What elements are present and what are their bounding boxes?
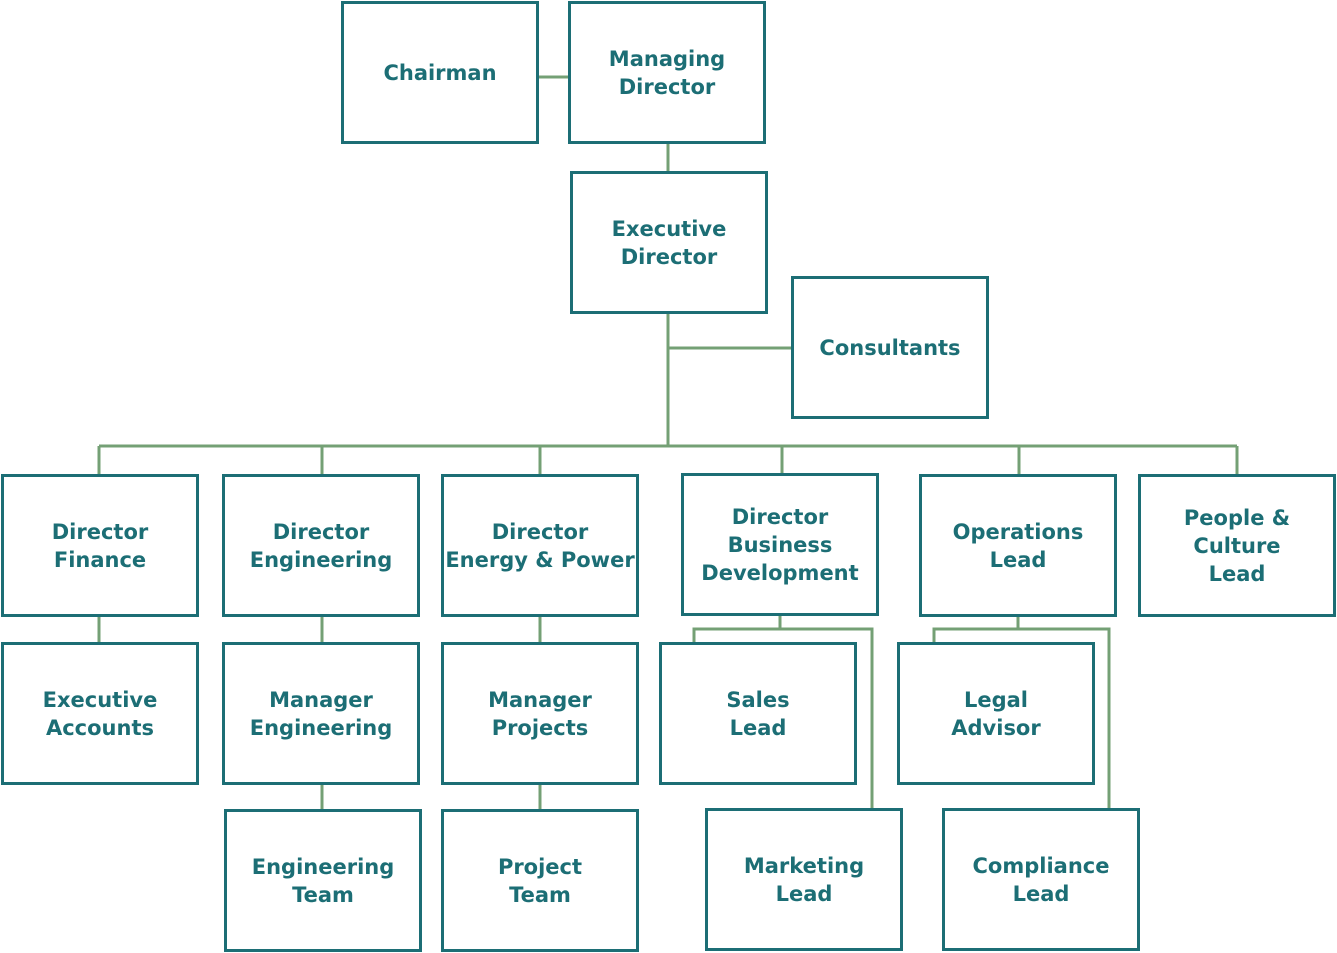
director-energy-power-box: Director Energy & Power	[441, 474, 639, 617]
manager-projects-box: Manager Projects	[441, 642, 639, 785]
sales-lead-label: Sales Lead	[726, 687, 790, 740]
director-engineering-label: Director Engineering	[249, 519, 393, 572]
director-energy-power-label: Director Energy & Power	[445, 519, 635, 572]
connector-bizdev-branches	[692, 627, 874, 810]
operations-lead-box: Operations Lead	[919, 474, 1117, 617]
engineering-team-label: Engineering Team	[251, 854, 395, 907]
compliance-lead-label: Compliance Lead	[972, 853, 1110, 906]
connector-operations-branches	[932, 627, 1111, 810]
legal-advisor-label: Legal Advisor	[951, 687, 1041, 740]
project-team-box: Project Team	[441, 809, 639, 952]
executive-accounts-label: Executive Accounts	[42, 687, 158, 740]
chairman-label: Chairman	[383, 60, 497, 85]
consultants-box: Consultants	[791, 276, 989, 419]
manager-engineering-label: Manager Engineering	[249, 687, 393, 740]
executive-director-label: Executive Director	[611, 216, 727, 269]
manager-projects-label: Manager Projects	[488, 687, 592, 740]
people-culture-lead-label: People & Culture Lead	[1183, 505, 1291, 586]
director-business-development-box: Director Business Development	[681, 473, 879, 616]
chairman-box: Chairman	[341, 1, 539, 144]
operations-lead-label: Operations Lead	[952, 519, 1084, 572]
sales-lead-box: Sales Lead	[659, 642, 857, 785]
managing-director-label: Managing Director	[608, 46, 726, 99]
executive-accounts-box: Executive Accounts	[1, 642, 199, 785]
project-team-label: Project Team	[497, 854, 583, 907]
marketing-lead-box: Marketing Lead	[705, 808, 903, 951]
manager-engineering-box: Manager Engineering	[222, 642, 420, 785]
marketing-lead-label: Marketing Lead	[743, 853, 865, 906]
consultants-label: Consultants	[819, 335, 961, 360]
managing-director-box: Managing Director	[568, 1, 766, 144]
people-culture-lead-box: People & Culture Lead	[1138, 474, 1336, 617]
engineering-team-box: Engineering Team	[224, 809, 422, 952]
director-business-development-label: Director Business Development	[701, 504, 859, 585]
director-finance-box: Director Finance	[1, 474, 199, 617]
director-finance-label: Director Finance	[51, 519, 149, 572]
executive-director-box: Executive Director	[570, 171, 768, 314]
director-engineering-box: Director Engineering	[222, 474, 420, 617]
legal-advisor-box: Legal Advisor	[897, 642, 1095, 785]
compliance-lead-box: Compliance Lead	[942, 808, 1140, 951]
